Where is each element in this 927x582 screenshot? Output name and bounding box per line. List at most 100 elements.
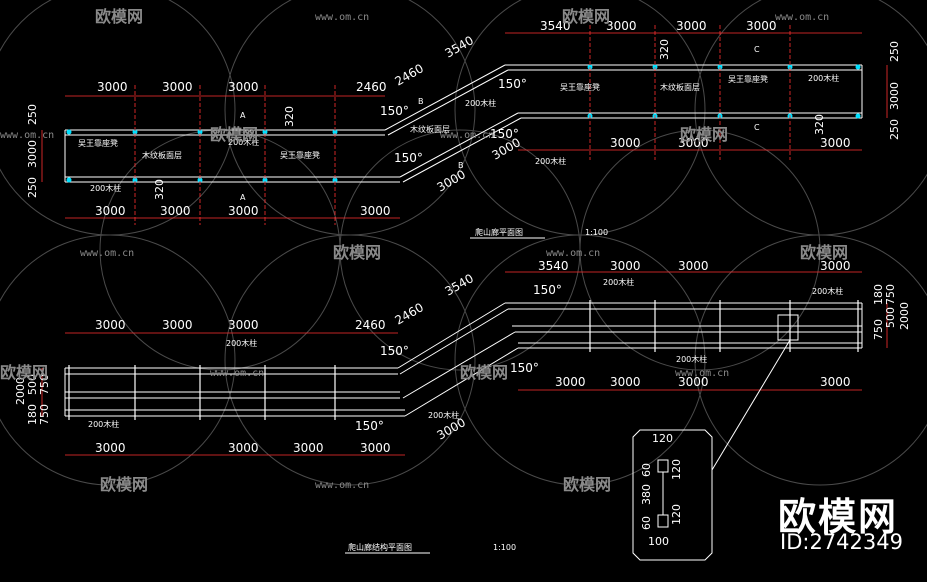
p1-small-2: 320 (153, 179, 166, 200)
p1-vdim-r3: 250 (888, 119, 901, 140)
p2-dim-top-r1: 3540 (538, 259, 569, 273)
p2-dim-top-r2: 3000 (610, 259, 641, 273)
p2-dim-bot-1: 3000 (95, 441, 126, 455)
p2-angle-4: 150° (355, 419, 384, 433)
p2-vdim-r3: 500 (884, 307, 897, 328)
p2-dim-top-1: 3000 (95, 318, 126, 332)
p2-vdim-l3: 500 (26, 374, 39, 395)
wm-url-7: www.om.cn (210, 368, 264, 379)
p2-vdim-l5: 750 (38, 404, 51, 425)
wm-brand-8: 欧模网 (460, 363, 508, 382)
p1-section-a1: A (240, 111, 246, 120)
p2-dim-bot-r4: 3000 (820, 375, 851, 389)
p1-vdim-l3: 250 (26, 177, 39, 198)
p1-small-4: 320 (813, 114, 826, 135)
p1-small-1: 320 (283, 106, 296, 127)
p2-dim-top-r3: 3000 (678, 259, 709, 273)
p1-dim-slant-3: 3000 (435, 167, 468, 194)
p2-dim-top-3: 3000 (228, 318, 259, 332)
detail-dim-5: 60 (640, 516, 653, 530)
p1-angle-4: 150° (490, 127, 519, 141)
p2-angle-1: 150° (533, 283, 562, 297)
plan2-structure (64, 302, 863, 417)
p1-dim-bot-r3: 3000 (820, 136, 851, 150)
wm-brand-7: 欧模网 (0, 363, 48, 382)
p1-label-floor-2: 木纹板面层 (410, 124, 450, 134)
wm-url-1: www.om.cn (315, 12, 369, 23)
p2-label-col-3: 200木柱 (428, 410, 459, 420)
p1-label-col-2: 200木柱 (228, 137, 259, 147)
p2-dim-bot-r1: 3000 (555, 375, 586, 389)
p1-dim-bot-4: 3000 (360, 204, 391, 218)
plan1-dimension-lines (41, 25, 888, 225)
p1-dim-top-r3: 3000 (746, 19, 777, 33)
p2-vdim-r4: 750 (884, 284, 897, 305)
p1-angle-1: 150° (380, 104, 409, 118)
wm-url-5: www.om.cn (80, 248, 134, 259)
p1-dim-top-r1: 3000 (606, 19, 637, 33)
detail-dim-1: 60 (640, 463, 653, 477)
p2-label-col-1: 200木柱 (88, 419, 119, 429)
p1-section-b2: B (458, 161, 464, 170)
p1-angle-2: 150° (394, 151, 423, 165)
p1-dim-bot-r1: 3000 (610, 136, 641, 150)
p1-dim-top-4: 2460 (356, 80, 387, 94)
wm-url-8: www.om.cn (675, 368, 729, 379)
p1-dim-bot-r2: 3000 (678, 136, 709, 150)
p1-vdim-l1: 250 (26, 104, 39, 125)
wm-url-3: www.om.cn (0, 130, 54, 141)
wm-brand-9: 欧模网 (100, 475, 148, 494)
p1-dim-slant-2: 3540 (443, 33, 476, 60)
p2-vdim-l4: 750 (38, 374, 51, 395)
watermark-circles (0, 0, 927, 486)
p1-dim-top-1: 3000 (97, 80, 128, 94)
wm-brand-3: 欧模网 (210, 125, 258, 144)
p1-title: 爬山廊平面图 (475, 227, 523, 237)
detail-dim-6: 100 (648, 535, 669, 548)
wm-url-6: www.om.cn (546, 248, 600, 259)
p2-dim-bot-r3: 3000 (678, 375, 709, 389)
p1-dim-slant-1: 2460 (393, 61, 426, 88)
p1-section-c1: C (754, 45, 760, 54)
p2-dim-slant-1: 3540 (443, 271, 476, 298)
p2-dim-top-2: 3000 (162, 318, 193, 332)
p2-scale: 1:100 (493, 543, 516, 552)
p1-label-col-3: 200木柱 (465, 98, 496, 108)
p1-label-seat-2: 吴王靠座凳 (280, 150, 320, 160)
p1-dim-top-r2: 3000 (676, 19, 707, 33)
p1-angle-3: 150° (498, 77, 527, 91)
plan1-structure (64, 64, 863, 183)
p1-label-col-5: 200木柱 (808, 73, 839, 83)
p1-label-floor-3: 木纹板面层 (660, 82, 700, 92)
p1-label-seat-3: 吴王靠座凳 (560, 82, 600, 92)
p1-small-3: 320 (658, 39, 671, 60)
wm-brand-2: 欧模网 (562, 7, 610, 26)
p2-vdim-r5: 2000 (898, 302, 911, 330)
p1-label-seat-1: 吴王靠座凳 (78, 138, 118, 148)
corner-brand-logo: 欧模网 (778, 495, 899, 539)
detail-dim-3: 380 (640, 484, 653, 505)
p2-vdim-l1: 2000 (14, 377, 27, 405)
detail-dim-2: 120 (670, 459, 683, 480)
p1-dim-top-3540: 3540 (540, 19, 571, 33)
corner-brand-id: ID:2742349 (780, 530, 903, 554)
p2-dim-slant-2: 2460 (393, 300, 426, 327)
wm-brand-4: 欧模网 (680, 125, 728, 144)
plan1-columns (66, 64, 861, 183)
p2-label-col-4: 200木柱 (603, 277, 634, 287)
p1-vdim-r1: 250 (888, 41, 901, 62)
p1-section-c2: C (754, 123, 760, 132)
p2-angle-2: 150° (380, 344, 409, 358)
p1-scale: 1:100 (585, 228, 608, 237)
p2-label-col-6: 200木柱 (812, 286, 843, 296)
p2-dim-top-4: 2460 (355, 318, 386, 332)
p2-angle-3: 150° (510, 361, 539, 375)
p1-dim-bot-3: 3000 (228, 204, 259, 218)
p1-dim-bot-1: 3000 (95, 204, 126, 218)
p2-dim-bot-2: 3000 (228, 441, 259, 455)
wm-brand-1: 欧模网 (95, 7, 143, 26)
p2-dim-bot-4: 3000 (360, 441, 391, 455)
wm-brand-5: 欧模网 (333, 243, 381, 262)
p2-dim-top-r4: 3000 (820, 259, 851, 273)
